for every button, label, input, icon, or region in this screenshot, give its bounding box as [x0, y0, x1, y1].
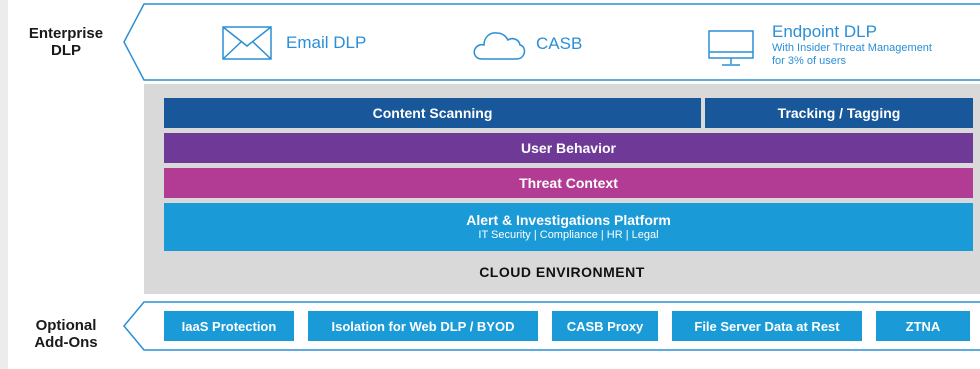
casb-label: CASB [536, 34, 583, 53]
addon-file-server-data: File Server Data at Rest [672, 311, 862, 341]
addon-ztna: ZTNA [876, 311, 970, 341]
user-behavior-label: User Behavior [521, 140, 616, 156]
envelope-icon [222, 26, 272, 60]
email-dlp-label: Email DLP [286, 33, 367, 52]
tracking-tagging-label: Tracking / Tagging [777, 105, 901, 121]
threat-context-bar: Threat Context [164, 168, 973, 198]
cloud-environment-label: CLOUD ENVIRONMENT [479, 264, 645, 280]
addon-label: ZTNA [905, 318, 941, 334]
enterprise-label-line1: Enterprise [28, 25, 104, 42]
user-behavior-bar: User Behavior [164, 133, 973, 163]
monitor-icon [708, 30, 754, 66]
enterprise-dlp-label: Enterprise DLP [14, 25, 118, 59]
alert-investigations-bar: Alert & Investigations Platform IT Secur… [164, 203, 973, 251]
optional-addons-label: Optional Add-Ons [14, 317, 118, 351]
content-scanning-label: Content Scanning [372, 105, 493, 121]
addon-label: File Server Data at Rest [694, 318, 840, 334]
addon-label: IaaS Protection [181, 318, 277, 334]
enterprise-label-line2: DLP [51, 42, 81, 59]
enterprise-banner-outline [123, 3, 980, 81]
endpoint-sub2: for 3% of users [772, 55, 846, 67]
addons-label-line2: Add-Ons [34, 334, 98, 351]
addons-label-line1: Optional [35, 317, 97, 334]
alert-subtitle: IT Security | Compliance | HR | Legal [478, 229, 659, 241]
addon-iaas-protection: IaaS Protection [164, 311, 294, 341]
email-dlp-item: Email DLP [222, 26, 366, 60]
addon-label: Isolation for Web DLP / BYOD [331, 318, 515, 334]
tracking-tagging-bar: Tracking / Tagging [705, 98, 973, 128]
casb-item: CASB [472, 27, 582, 61]
alert-title: Alert & Investigations Platform [466, 212, 671, 228]
threat-context-label: Threat Context [519, 175, 618, 191]
addon-label: CASB Proxy [566, 318, 644, 334]
left-margin-strip [0, 0, 8, 369]
addons-banner-outline [123, 301, 980, 351]
addon-isolation-web-dlp: Isolation for Web DLP / BYOD [308, 311, 538, 341]
endpoint-dlp-label: Endpoint DLP [772, 22, 877, 41]
addon-casb-proxy: CASB Proxy [552, 311, 658, 341]
endpoint-sub1: With Insider Threat Management [772, 42, 932, 54]
content-scanning-bar: Content Scanning [164, 98, 701, 128]
endpoint-text: Endpoint DLP With Insider Threat Managem… [772, 22, 980, 68]
cloud-icon [473, 32, 526, 60]
